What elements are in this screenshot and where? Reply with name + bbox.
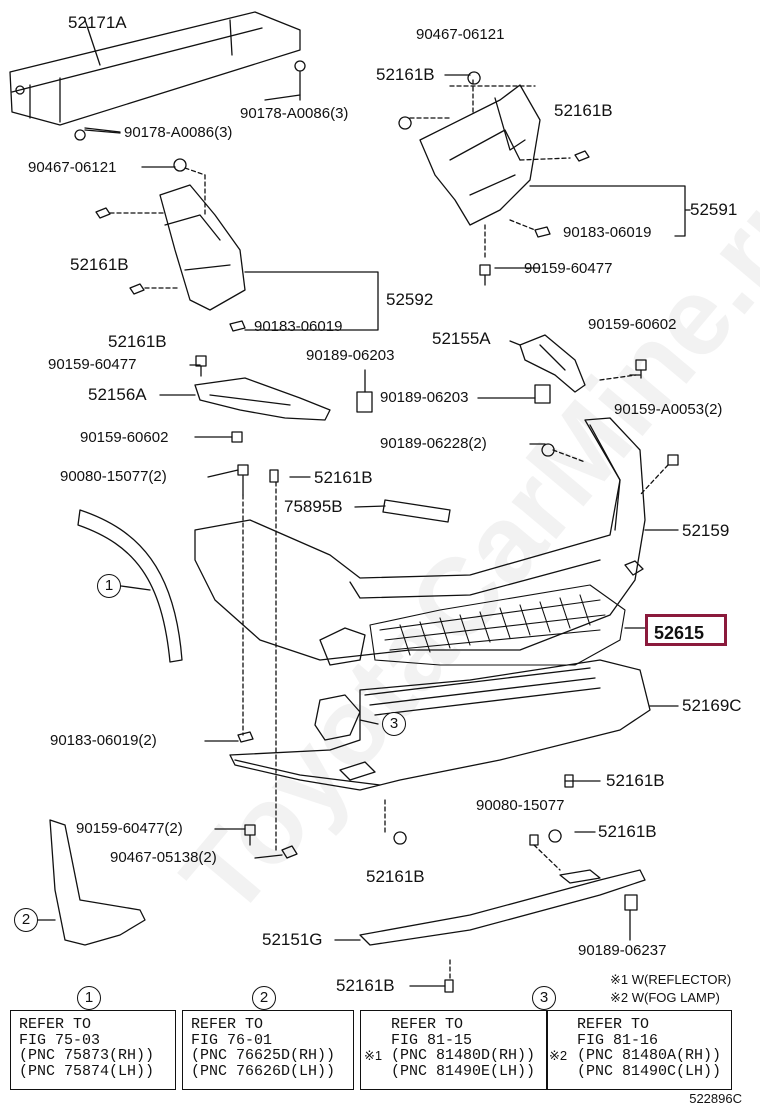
part-label-90159-60477-c: 90159-60477(2) bbox=[76, 820, 183, 837]
callout-3: 3 bbox=[382, 712, 406, 736]
note-fog-lamp: ※2 W(FOG LAMP) bbox=[610, 990, 720, 1005]
bracket-52592 bbox=[159, 184, 246, 311]
bumper-cover-52159 bbox=[194, 417, 646, 666]
ref-line: FIG 76-01 bbox=[191, 1031, 273, 1049]
ref-line: (PNC 75873(RH)) bbox=[19, 1047, 155, 1064]
part-label-52161B-5: 52161B bbox=[314, 468, 373, 487]
part-label-90189-06237: 90189-06237 bbox=[578, 942, 667, 959]
ref-line: (PNC 81480D(RH)) bbox=[391, 1047, 536, 1064]
part-label-52591: 52591 bbox=[690, 200, 738, 219]
part-label-90159-60477-a: 90159-60477 bbox=[524, 260, 613, 277]
part-label-52615: 52615 bbox=[654, 623, 705, 643]
part-label-90178-b: 90178-A0086(3) bbox=[124, 124, 233, 141]
part-label-52159: 52159 bbox=[682, 521, 730, 540]
ref-line: (PNC 81490C(LH)) bbox=[577, 1062, 722, 1080]
part-label-90189-06203-a: 90189-06203 bbox=[306, 347, 395, 364]
strip-75895B bbox=[382, 499, 451, 523]
part-label-52156A: 52156A bbox=[88, 385, 147, 404]
ref-line: FIG 81-16 bbox=[577, 1031, 659, 1049]
part-label-52161B-4: 52161B bbox=[108, 332, 167, 351]
part-label-75895B: 75895B bbox=[284, 497, 343, 516]
ref-line: REFER TO bbox=[577, 1016, 650, 1033]
reference-box-3b: REFER TO FIG 81-16 (PNC 81480A(RH)) (PNC… bbox=[546, 1010, 732, 1090]
reinforcement-52171A bbox=[9, 11, 301, 126]
part-label-52161B-9: 52161B bbox=[336, 976, 395, 995]
reflector bbox=[314, 694, 361, 741]
part-label-52161B-2: 52161B bbox=[554, 101, 613, 120]
part-label-90189-06228: 90189-06228(2) bbox=[380, 435, 487, 452]
part-label-90159-60477-b: 90159-60477 bbox=[48, 356, 137, 373]
part-label-52161B-3: 52161B bbox=[70, 255, 129, 274]
part-label-90159-60602-b: 90159-60602 bbox=[80, 429, 169, 446]
ref-line: (PNC 75874(LH)) bbox=[19, 1062, 155, 1080]
diagram-code: 522896C bbox=[689, 1091, 742, 1106]
ref-line: (PNC 76626D(LH)) bbox=[191, 1062, 336, 1080]
part-label-90080-15077-b: 90080-15077 bbox=[476, 797, 565, 814]
reference-box-3a: REFER TO FIG 81-15 (PNC 81480D(RH)) (PNC… bbox=[360, 1010, 548, 1090]
molding-52151G bbox=[359, 869, 646, 946]
bracket-52156A bbox=[194, 377, 331, 421]
part-label-90159-A0053: 90159-A0053(2) bbox=[614, 401, 723, 418]
part-label-90080-15077-a: 90080-15077(2) bbox=[60, 468, 167, 485]
ref-line: (PNC 81490E(LH)) bbox=[391, 1062, 536, 1080]
ref-line: FIG 75-03 bbox=[19, 1031, 101, 1049]
ref-line: REFER TO bbox=[391, 1016, 464, 1033]
mudguard bbox=[49, 819, 146, 946]
part-label-52161B-6: 52161B bbox=[606, 771, 665, 790]
part-label-90183-b: 90183-06019 bbox=[254, 318, 343, 335]
ref-mark-1: ※1 bbox=[364, 1048, 383, 1063]
part-label-52155A: 52155A bbox=[432, 329, 491, 348]
part-label-90189-06203-b: 90189-06203 bbox=[380, 389, 469, 406]
absorber-52615 bbox=[369, 584, 626, 666]
part-label-52161B-1: 52161B bbox=[376, 65, 435, 84]
reference-box-1: REFER TO FIG 75-03 (PNC 75873(RH)) (PNC … bbox=[10, 1010, 176, 1090]
ref-line: REFER TO bbox=[19, 1016, 92, 1033]
part-label-52592: 52592 bbox=[386, 290, 434, 309]
part-label-90183-a: 90183-06019 bbox=[563, 224, 652, 241]
ref-line: (PNC 76625D(RH)) bbox=[191, 1047, 336, 1064]
reference-box-2: REFER TO FIG 76-01 (PNC 76625D(RH)) (PNC… bbox=[182, 1010, 354, 1090]
part-label-90159-60602-a: 90159-60602 bbox=[588, 316, 677, 333]
part-label-90467-a: 90467-06121 bbox=[416, 26, 505, 43]
callout-1: 1 bbox=[97, 574, 121, 598]
ref-mark-2: ※2 bbox=[549, 1048, 568, 1063]
bracket-52155A bbox=[519, 334, 586, 393]
part-label-90178-a: 90178-A0086(3) bbox=[240, 105, 349, 122]
part-label-52169C: 52169C bbox=[682, 696, 742, 715]
fender-flare bbox=[77, 509, 183, 663]
part-label-52151G: 52151G bbox=[262, 930, 323, 949]
callout-2: 2 bbox=[14, 908, 38, 932]
highlighted-part-52615[interactable]: 52615 bbox=[645, 614, 727, 646]
bracket-52591 bbox=[419, 84, 541, 226]
ref-line: (PNC 81480A(RH)) bbox=[577, 1047, 722, 1064]
callout-1-ref: 1 bbox=[77, 986, 101, 1010]
part-label-52171A: 52171A bbox=[68, 13, 127, 32]
part-label-52161B-8: 52161B bbox=[366, 867, 425, 886]
callout-3-ref: 3 bbox=[532, 986, 556, 1010]
part-label-52161B-7: 52161B bbox=[598, 822, 657, 841]
part-label-90183-c: 90183-06019(2) bbox=[50, 732, 157, 749]
ref-line: REFER TO bbox=[191, 1016, 264, 1033]
part-label-90467-05138: 90467-05138(2) bbox=[110, 849, 217, 866]
part-label-90467-b: 90467-06121 bbox=[28, 159, 117, 176]
note-reflector: ※1 W(REFLECTOR) bbox=[610, 972, 732, 987]
callout-2-ref: 2 bbox=[252, 986, 276, 1010]
lower-extension-52169C bbox=[229, 659, 651, 791]
ref-line: FIG 81-15 bbox=[391, 1031, 473, 1049]
